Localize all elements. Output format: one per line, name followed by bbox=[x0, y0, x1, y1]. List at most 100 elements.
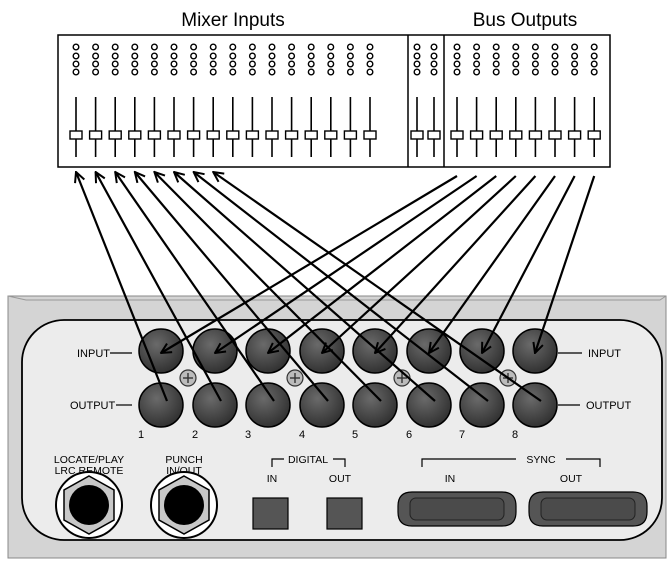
knob[interactable] bbox=[430, 43, 438, 51]
fader-cap[interactable] bbox=[324, 130, 338, 140]
knob[interactable] bbox=[531, 52, 539, 60]
knob[interactable] bbox=[590, 43, 598, 51]
input-channel-strip-3[interactable] bbox=[108, 43, 122, 157]
knob[interactable] bbox=[413, 60, 421, 68]
knob[interactable] bbox=[413, 68, 421, 76]
knob[interactable] bbox=[512, 52, 520, 60]
knob[interactable] bbox=[551, 60, 559, 68]
knob[interactable] bbox=[413, 43, 421, 51]
knob[interactable] bbox=[248, 52, 256, 60]
knob[interactable] bbox=[551, 43, 559, 51]
knob[interactable] bbox=[346, 52, 354, 60]
knob[interactable] bbox=[229, 52, 237, 60]
input-channel-strip-4[interactable] bbox=[128, 43, 142, 157]
knob[interactable] bbox=[229, 60, 237, 68]
knob[interactable] bbox=[590, 68, 598, 76]
knob[interactable] bbox=[229, 43, 237, 51]
knob[interactable] bbox=[209, 43, 217, 51]
bus-output-strip-7[interactable] bbox=[567, 43, 582, 157]
knob[interactable] bbox=[346, 68, 354, 76]
knob[interactable] bbox=[72, 52, 80, 60]
knob[interactable] bbox=[209, 52, 217, 60]
knob[interactable] bbox=[531, 43, 539, 51]
output-jack-6[interactable] bbox=[406, 382, 452, 428]
fader-cap[interactable] bbox=[186, 130, 201, 140]
output-jack-3[interactable] bbox=[245, 382, 291, 428]
digital-out-port[interactable] bbox=[326, 497, 363, 530]
knob[interactable] bbox=[413, 52, 421, 60]
knob[interactable] bbox=[430, 52, 438, 60]
locate-jack[interactable] bbox=[55, 471, 123, 539]
knob[interactable] bbox=[150, 43, 158, 51]
knob[interactable] bbox=[131, 52, 139, 60]
knob[interactable] bbox=[92, 52, 100, 60]
input-jack-1[interactable] bbox=[138, 328, 184, 374]
knob[interactable] bbox=[92, 60, 100, 68]
knob[interactable] bbox=[72, 60, 80, 68]
knob[interactable] bbox=[111, 43, 119, 51]
knob[interactable] bbox=[170, 43, 178, 51]
knob[interactable] bbox=[209, 60, 217, 68]
fader-cap[interactable] bbox=[587, 130, 601, 140]
input-channel-strip-16[interactable] bbox=[363, 43, 377, 157]
bus-output-strip-2[interactable] bbox=[469, 43, 484, 157]
knob[interactable] bbox=[268, 60, 276, 68]
fader-cap[interactable] bbox=[450, 130, 464, 140]
output-jack-2[interactable] bbox=[192, 382, 238, 428]
fader-cap[interactable] bbox=[489, 130, 503, 140]
knob[interactable] bbox=[150, 60, 158, 68]
input-channel-strip-12[interactable] bbox=[284, 43, 299, 157]
knob[interactable] bbox=[327, 68, 335, 76]
knob[interactable] bbox=[453, 52, 461, 60]
knob[interactable] bbox=[190, 43, 198, 51]
knob[interactable] bbox=[473, 60, 481, 68]
bus-output-strip-5[interactable] bbox=[528, 43, 543, 157]
bus-output-strip-1[interactable] bbox=[450, 43, 464, 157]
knob[interactable] bbox=[92, 68, 100, 76]
fader-cap[interactable] bbox=[410, 130, 424, 140]
knob[interactable] bbox=[288, 52, 296, 60]
knob[interactable] bbox=[327, 52, 335, 60]
knob[interactable] bbox=[346, 43, 354, 51]
fader-cap[interactable] bbox=[128, 130, 142, 140]
knob[interactable] bbox=[473, 52, 481, 60]
knob[interactable] bbox=[512, 68, 520, 76]
knob[interactable] bbox=[551, 68, 559, 76]
output-jack-5[interactable] bbox=[352, 382, 398, 428]
fader-cap[interactable] bbox=[245, 130, 260, 140]
master-strip-1[interactable] bbox=[410, 43, 424, 157]
knob[interactable] bbox=[248, 43, 256, 51]
knob[interactable] bbox=[72, 43, 80, 51]
fader-cap[interactable] bbox=[147, 130, 162, 140]
knob[interactable] bbox=[453, 68, 461, 76]
fader-cap[interactable] bbox=[284, 130, 299, 140]
knob[interactable] bbox=[590, 60, 598, 68]
fader-cap[interactable] bbox=[69, 130, 83, 140]
knob[interactable] bbox=[111, 60, 119, 68]
output-jack-4[interactable] bbox=[299, 382, 345, 428]
fader-cap[interactable] bbox=[108, 130, 122, 140]
knob[interactable] bbox=[346, 60, 354, 68]
input-channel-strip-13[interactable] bbox=[304, 43, 318, 157]
knob[interactable] bbox=[131, 60, 139, 68]
knob[interactable] bbox=[92, 43, 100, 51]
digital-in-port[interactable] bbox=[252, 497, 289, 530]
knob[interactable] bbox=[307, 60, 315, 68]
knob[interactable] bbox=[571, 43, 579, 51]
knob[interactable] bbox=[590, 52, 598, 60]
fader-cap[interactable] bbox=[304, 130, 318, 140]
knob[interactable] bbox=[209, 68, 217, 76]
knob[interactable] bbox=[190, 60, 198, 68]
knob[interactable] bbox=[248, 60, 256, 68]
knob[interactable] bbox=[288, 60, 296, 68]
knob[interactable] bbox=[430, 68, 438, 76]
sync-out-port[interactable] bbox=[528, 491, 648, 527]
knob[interactable] bbox=[512, 60, 520, 68]
fader-cap[interactable] bbox=[528, 130, 543, 140]
knob[interactable] bbox=[366, 52, 374, 60]
punch-jack[interactable] bbox=[150, 471, 218, 539]
knob[interactable] bbox=[473, 68, 481, 76]
input-channel-strip-1[interactable] bbox=[69, 43, 83, 157]
knob[interactable] bbox=[327, 60, 335, 68]
knob[interactable] bbox=[190, 68, 198, 76]
